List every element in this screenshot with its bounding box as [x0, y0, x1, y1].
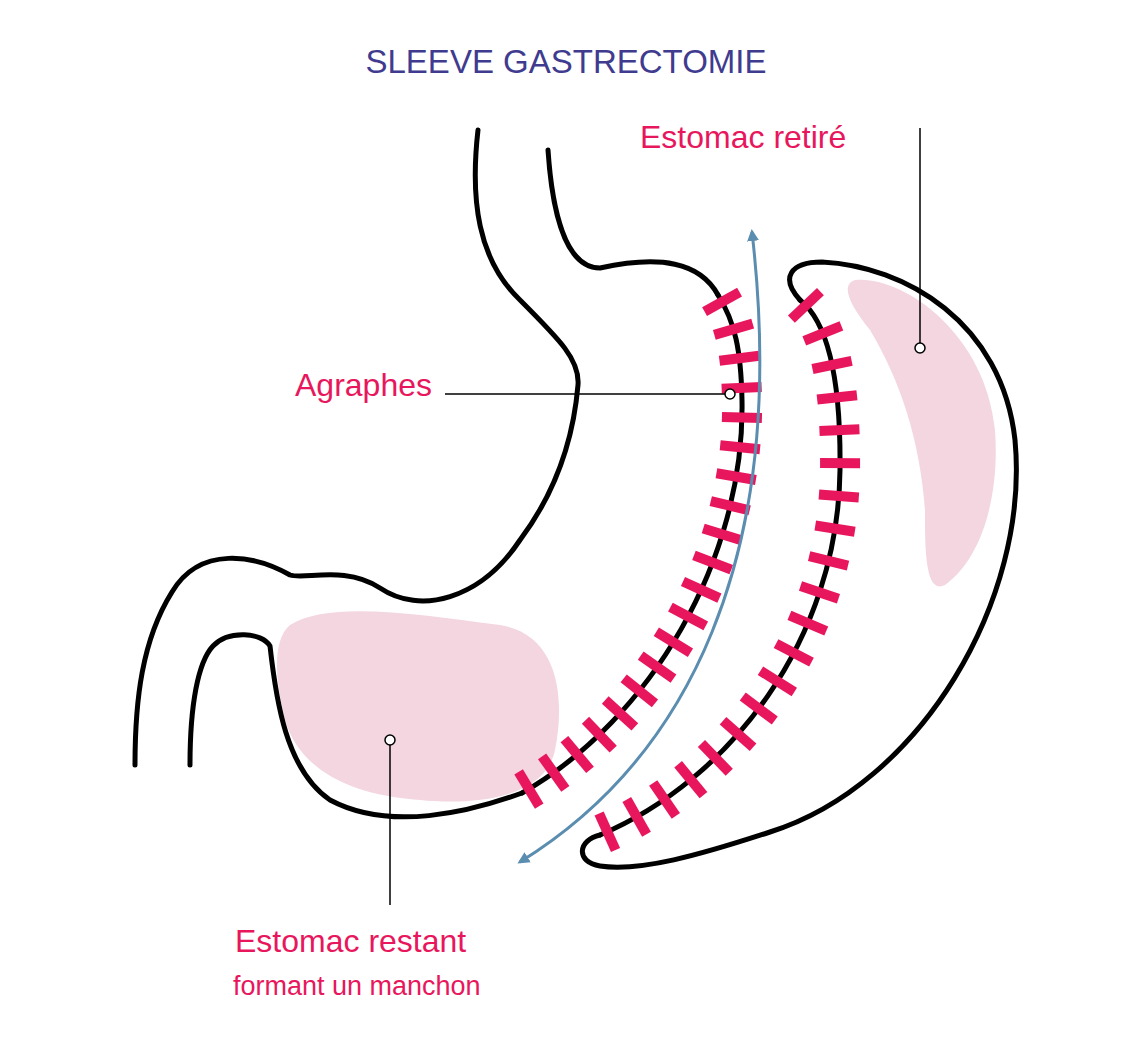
staple — [668, 603, 708, 631]
leader-line — [919, 128, 921, 343]
leader-dot — [385, 735, 395, 745]
staple — [595, 812, 621, 853]
staple — [722, 412, 762, 423]
staple — [710, 496, 751, 515]
staple — [815, 521, 856, 537]
staple — [740, 693, 778, 725]
staple — [719, 351, 760, 366]
staple — [674, 761, 707, 798]
staple — [788, 288, 824, 323]
staple-line — [522, 295, 742, 793]
part-label: Agraphes — [295, 368, 432, 403]
staples — [514, 288, 860, 852]
staple — [774, 639, 814, 666]
staple — [538, 753, 569, 791]
part-label: formant un manchon — [233, 972, 481, 1002]
staple — [692, 551, 733, 575]
staple — [758, 667, 797, 697]
staple-line — [600, 300, 840, 835]
staple — [819, 489, 860, 502]
title: SLEEVE GASTRECTOMIE — [366, 44, 767, 80]
staple — [698, 740, 733, 776]
staple — [817, 390, 858, 404]
staple — [819, 424, 859, 436]
staple — [621, 674, 658, 707]
stomach-outline — [548, 150, 718, 295]
staple — [638, 652, 676, 683]
staple — [811, 356, 852, 374]
staple — [802, 321, 843, 345]
removed-stomach-outline — [582, 262, 1016, 867]
leader-dot — [725, 389, 735, 399]
staple — [820, 458, 860, 468]
removed-tissue — [848, 280, 996, 587]
leader-line — [445, 393, 725, 395]
stomach-outline — [190, 635, 522, 817]
part-label: Estomac restant — [235, 924, 466, 959]
staple — [602, 696, 638, 730]
staple — [713, 319, 754, 340]
staple — [561, 736, 594, 773]
staple — [702, 288, 742, 316]
staple — [808, 551, 849, 570]
staple — [582, 717, 617, 753]
sleeve-arrow — [520, 232, 760, 862]
leader-dot — [915, 343, 925, 353]
staple — [720, 717, 757, 751]
staple — [654, 628, 693, 657]
staple — [787, 611, 828, 636]
staple — [622, 797, 650, 837]
staple — [702, 524, 743, 545]
part-label: Estomac retiré — [640, 120, 846, 155]
staple — [681, 577, 722, 603]
staple — [799, 581, 840, 603]
staple — [514, 769, 543, 808]
staple — [649, 780, 680, 819]
leader-line — [389, 745, 391, 905]
